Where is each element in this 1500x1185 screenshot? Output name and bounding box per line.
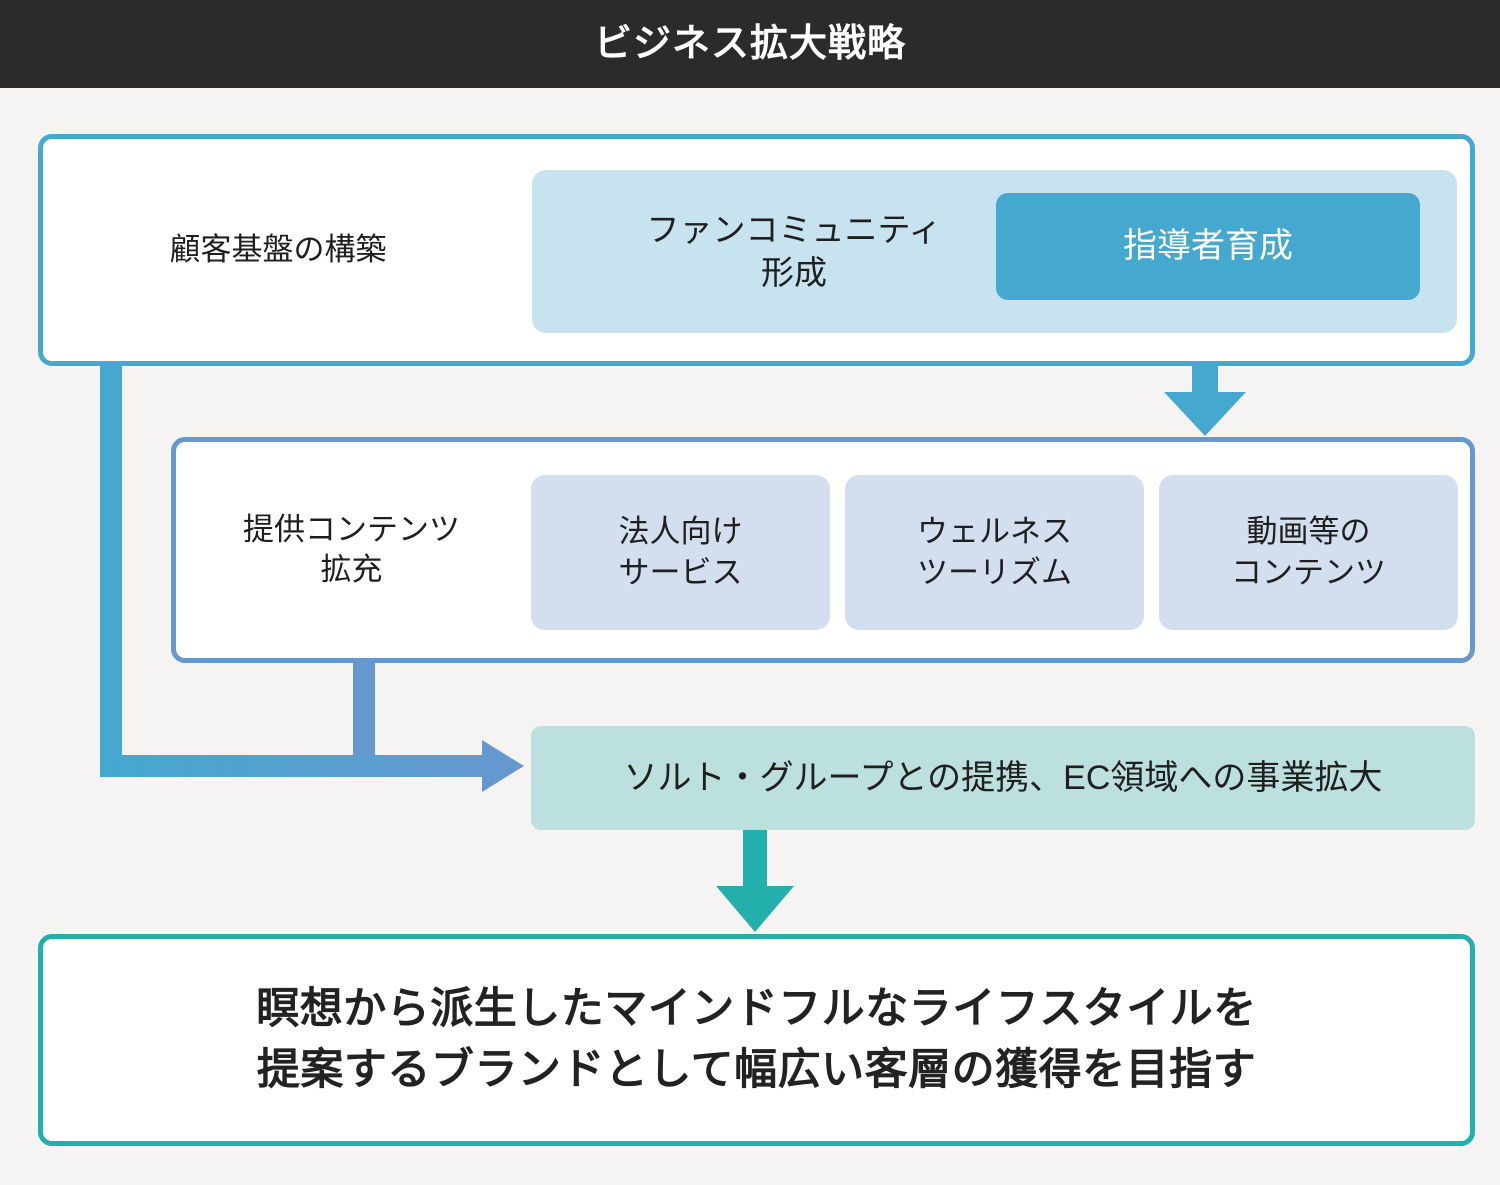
page-title: ビジネス拡大戦略 <box>593 23 906 65</box>
title-bar: ビジネス拡大戦略 <box>0 0 1500 88</box>
chip-leader-development-label: 指導者育成 <box>1123 227 1293 266</box>
chip-wellness-tourism[interactable]: ウェルネス ツーリズム <box>845 475 1144 630</box>
band-to-conclusion-arrow <box>716 828 794 932</box>
conclusion-text: 瞑想から派生したマインドフルなライフスタイルを 提案するブランドとして幅広い客層… <box>256 984 1257 1094</box>
chip-corporate-service-label: 法人向け サービス <box>618 514 743 590</box>
chip-wellness-tourism-label: ウェルネス ツーリズム <box>917 514 1072 590</box>
partnership-band[interactable]: ソルト・グループとの提携、EC領域への事業拡大 <box>531 726 1475 830</box>
band-inbound-arrow <box>100 740 524 792</box>
row2-label: 提供コンテンツ 拡充 <box>243 512 460 587</box>
chip-fan-community-label: ファンコミュニティ 形成 <box>646 210 942 291</box>
chip-video-content-label: 動画等の コンテンツ <box>1231 514 1386 590</box>
chip-video-content[interactable]: 動画等の コンテンツ <box>1159 475 1458 630</box>
partnership-band-label: ソルト・グループとの提携、EC領域への事業拡大 <box>623 759 1383 797</box>
conclusion-box[interactable]: 瞑想から派生したマインドフルなライフスタイルを 提案するブランドとして幅広い客層… <box>38 934 1475 1146</box>
strategy-row-content-expansion[interactable]: 提供コンテンツ 拡充 法人向け サービス ウェルネス ツーリズム 動画等の コン… <box>171 437 1475 663</box>
chip-corporate-service[interactable]: 法人向け サービス <box>531 475 830 630</box>
strategy-row-customer-base[interactable]: 顧客基盤の構築 ファンコミュニティ 形成 指導者育成 <box>38 134 1475 366</box>
row1-label: 顧客基盤の構築 <box>169 232 387 268</box>
chip-leader-development[interactable]: 指導者育成 <box>996 193 1420 300</box>
row2-to-band-elbow <box>353 660 375 773</box>
